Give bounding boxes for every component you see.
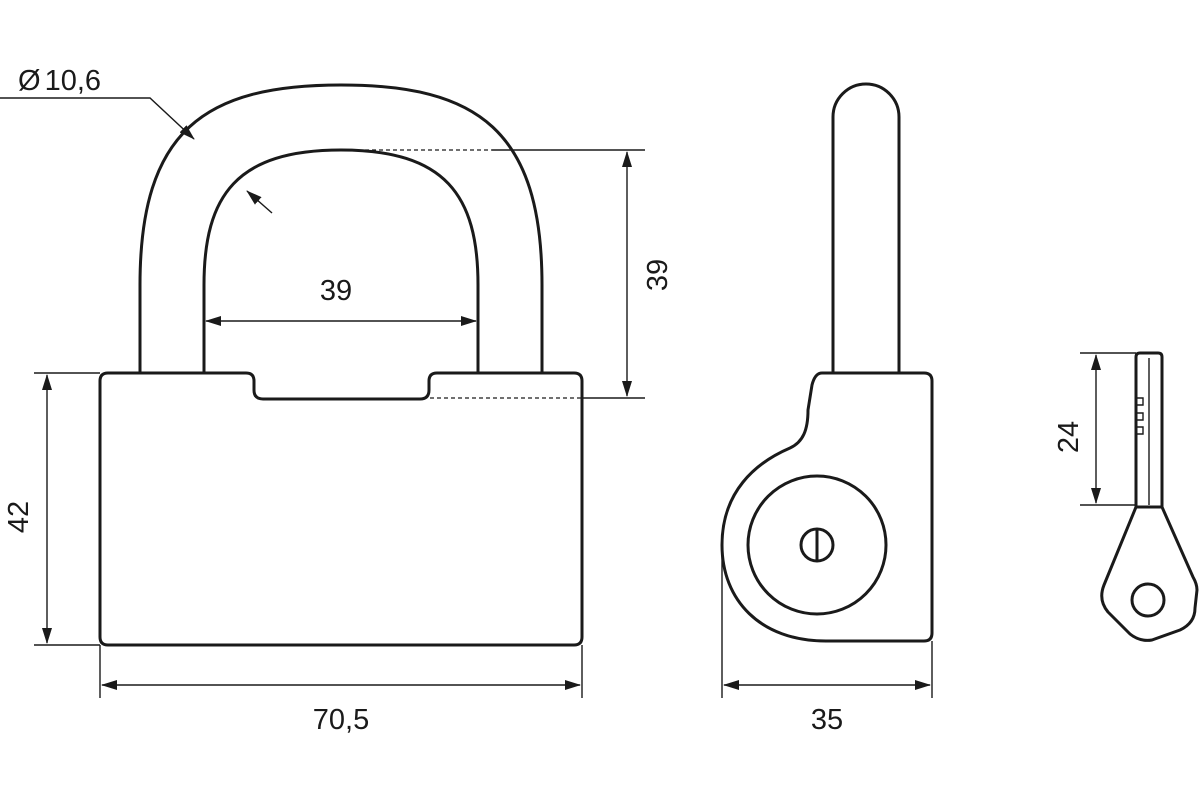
body-height-label: 42 bbox=[3, 501, 35, 533]
depth-label: 35 bbox=[811, 704, 843, 736]
inner-width-label: 39 bbox=[320, 275, 352, 307]
lock-body-front bbox=[98, 371, 584, 647]
shackle-side bbox=[831, 82, 901, 378]
key-view: 24 bbox=[1053, 351, 1199, 642]
shackle-front bbox=[138, 83, 544, 376]
cylinder-outer-ring bbox=[746, 474, 888, 616]
cylinder-inner-ring bbox=[799, 527, 835, 563]
side-view: 35 bbox=[720, 82, 934, 736]
key-hole bbox=[1130, 582, 1166, 618]
diameter-leader bbox=[0, 97, 195, 140]
clearance-label: 39 bbox=[642, 259, 674, 291]
inner-radius-arrow bbox=[246, 190, 273, 214]
lock-body-side bbox=[720, 371, 934, 643]
key-length-label: 24 bbox=[1053, 421, 1085, 453]
body-width-label: 70,5 bbox=[313, 704, 369, 736]
key-bow bbox=[1100, 505, 1199, 642]
